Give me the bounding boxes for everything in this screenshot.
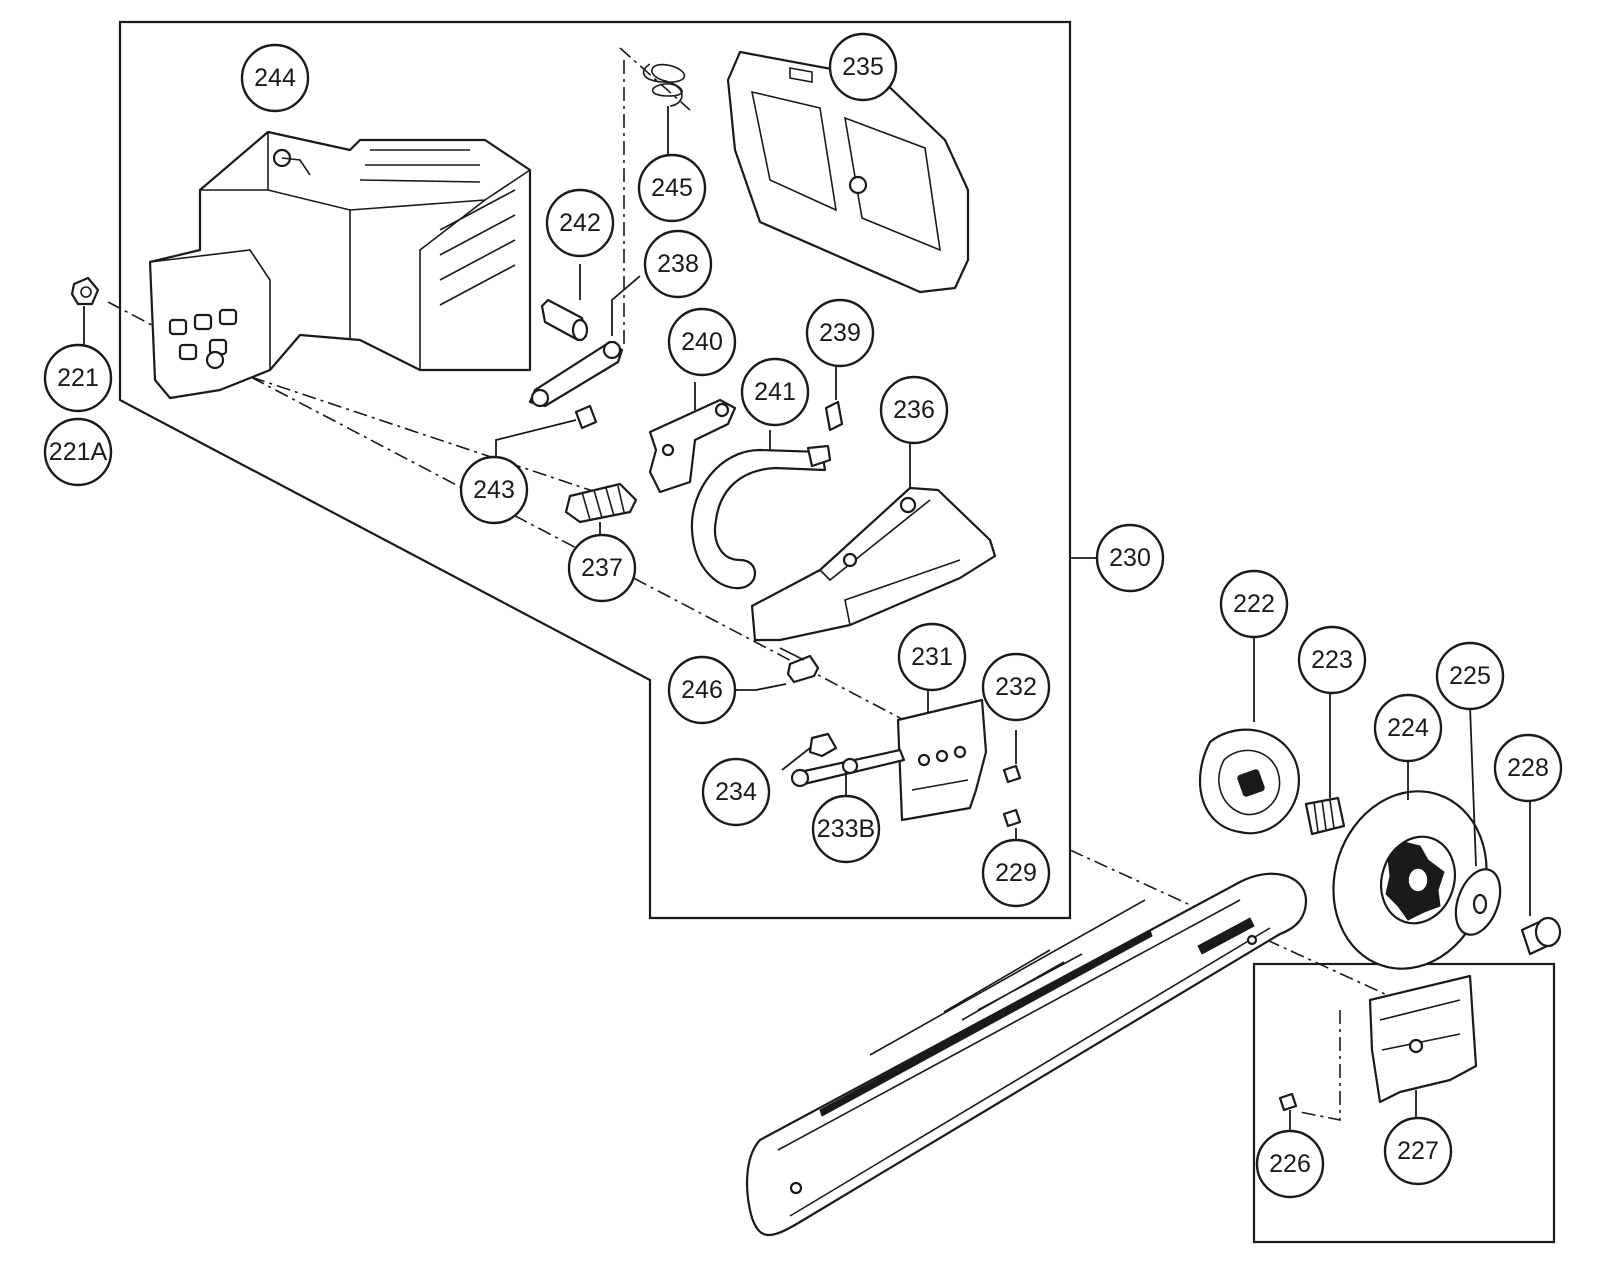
callout-label: 232 xyxy=(995,673,1037,701)
callout-label: 230 xyxy=(1109,544,1151,572)
callout-label: 231 xyxy=(911,643,953,671)
nut-234 xyxy=(781,732,838,771)
callout-245: 245 xyxy=(637,153,707,223)
plate-231 xyxy=(896,686,988,822)
callout-label: 236 xyxy=(893,396,935,424)
pin-239 xyxy=(824,366,844,432)
axis-line-pin xyxy=(199,359,621,501)
brake-band-241 xyxy=(690,430,832,590)
callout-label: 225 xyxy=(1449,662,1491,690)
callout-240: 240 xyxy=(667,307,737,377)
callout-224: 224 xyxy=(1373,693,1443,763)
callout-label: 237 xyxy=(581,554,623,582)
washer-225 xyxy=(1454,705,1502,936)
callout-221a: 221A xyxy=(43,417,113,487)
axis-line-spring xyxy=(619,47,691,111)
sprocket-drum-224 xyxy=(1332,760,1488,970)
brake-link-238 xyxy=(528,275,641,408)
callout-label: 222 xyxy=(1233,590,1275,618)
guide-bar xyxy=(745,872,1308,1237)
callout-label: 243 xyxy=(473,476,515,504)
screw-232 xyxy=(1002,730,1022,784)
callout-label: 233B xyxy=(817,815,875,843)
callout-223: 223 xyxy=(1297,625,1367,695)
clutch-222 xyxy=(1198,630,1300,835)
callout-237: 237 xyxy=(567,533,637,603)
callout-229: 229 xyxy=(981,838,1051,908)
sleeve-242 xyxy=(540,264,589,342)
callout-label: 235 xyxy=(842,53,884,81)
callout-232: 232 xyxy=(981,652,1051,722)
callout-241: 241 xyxy=(740,357,810,427)
stud-233b xyxy=(790,748,906,804)
screw-226 xyxy=(1278,1092,1298,1136)
callout-234: 234 xyxy=(701,757,771,827)
callout-228: 228 xyxy=(1493,733,1563,803)
callout-242: 242 xyxy=(545,188,615,258)
callout-236: 236 xyxy=(879,375,949,445)
callout-label: 240 xyxy=(681,328,723,356)
brake-housing-236 xyxy=(750,430,997,642)
callout-label: 234 xyxy=(715,778,757,806)
callout-label: 242 xyxy=(559,209,601,237)
cap-228 xyxy=(1520,802,1562,956)
axis-line-inset xyxy=(1299,1010,1341,1121)
callout-222: 222 xyxy=(1219,569,1289,639)
callout-label: 239 xyxy=(819,319,861,347)
side-cover-235 xyxy=(726,50,970,294)
callout-label: 229 xyxy=(995,859,1037,887)
crankcase-housing-244 xyxy=(148,130,532,400)
callout-label: 241 xyxy=(754,378,796,406)
callout-243: 243 xyxy=(459,455,529,525)
assembly-230-frame xyxy=(118,20,1072,920)
callout-label: 226 xyxy=(1269,1150,1311,1178)
callout-246: 246 xyxy=(667,655,737,725)
callout-label: 245 xyxy=(651,174,693,202)
callout-225: 225 xyxy=(1435,641,1505,711)
oiler-worm-237 xyxy=(564,482,638,546)
callout-label: 228 xyxy=(1507,754,1549,782)
callout-label: 227 xyxy=(1397,1137,1439,1165)
callout-221: 221 xyxy=(43,343,113,413)
spring-245 xyxy=(642,63,686,168)
callout-226: 226 xyxy=(1255,1129,1325,1199)
callout-231: 231 xyxy=(897,622,967,692)
guide-plate-227 xyxy=(1368,974,1478,1122)
callout-239: 239 xyxy=(805,298,875,368)
callout-label: 221 xyxy=(57,364,99,392)
callout-label: 221A xyxy=(49,438,108,466)
callout-244: 244 xyxy=(240,43,310,113)
brake-lever-240 xyxy=(648,382,737,494)
callout-235: 235 xyxy=(828,32,898,102)
callout-238: 238 xyxy=(643,229,713,299)
callout-label: 223 xyxy=(1311,646,1353,674)
bolt-246 xyxy=(730,647,820,691)
callout-label: 246 xyxy=(681,676,723,704)
callout-label: 238 xyxy=(657,250,699,278)
callout-label: 244 xyxy=(254,64,296,92)
callout-227: 227 xyxy=(1383,1116,1453,1186)
needle-bearing-223 xyxy=(1304,690,1346,836)
callout-230: 230 xyxy=(1095,523,1165,593)
callout-label: 224 xyxy=(1387,714,1429,742)
callout-233b: 233B xyxy=(811,794,881,864)
nut-221 xyxy=(70,276,100,350)
